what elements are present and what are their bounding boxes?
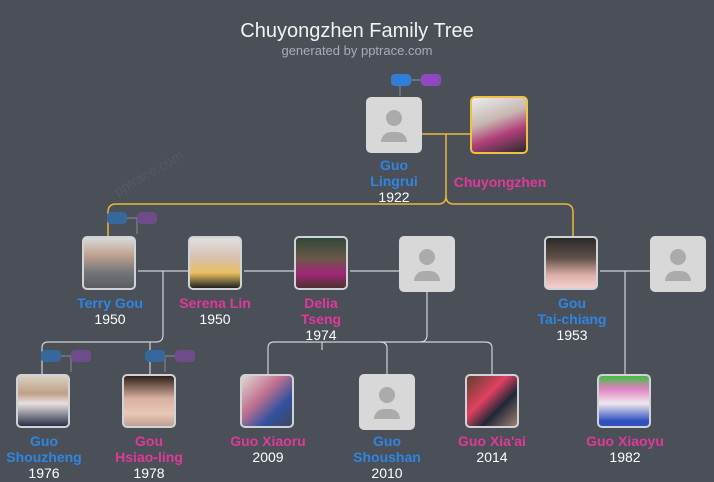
person-gou-tai-chiang[interactable]: Gou Tai-chiang 1953 (537, 295, 607, 343)
expand-ancestors-toggle-male[interactable] (391, 74, 411, 86)
person-photo-unknown-spouse[interactable] (399, 236, 455, 292)
expand-ancestors-toggle-female[interactable] (71, 350, 91, 362)
person-guo-xiaoyu[interactable]: Guo Xiaoyu 1982 (586, 433, 664, 465)
person-photo-gou-tai-chiang[interactable] (544, 236, 598, 290)
person-photo-delia-tseng[interactable] (294, 236, 348, 290)
person-photo-guo-shouzheng[interactable] (16, 374, 70, 428)
person-photo-guo-xiaoru[interactable] (240, 374, 294, 428)
expand-ancestors-toggle-male[interactable] (107, 212, 127, 224)
person-serena-lin[interactable]: Serena Lin 1950 (179, 295, 251, 327)
person-delia-tseng[interactable]: Delia Tseng 1974 (300, 295, 342, 343)
silhouette-icon (419, 249, 435, 266)
person-chuyongzhen[interactable]: Chuyongzhen (453, 174, 547, 190)
page-title: Chuyongzhen Family Tree (240, 20, 474, 42)
person-photo-terry-gou[interactable] (82, 236, 136, 290)
person-photo-serena-lin[interactable] (188, 236, 242, 290)
person-guo-xiaai[interactable]: Guo Xia'ai 2014 (458, 433, 526, 465)
person-guo-shouzheng[interactable]: Guo Shouzheng 1976 (6, 433, 82, 481)
expand-ancestors-toggle-female[interactable] (175, 350, 195, 362)
person-gou-hsiao-ling[interactable]: Gou Hsiao-ling 1978 (115, 433, 183, 481)
silhouette-icon (670, 249, 686, 266)
person-photo-unknown-spouse[interactable] (650, 236, 706, 292)
person-terry-gou[interactable]: Terry Gou 1950 (77, 295, 143, 327)
expand-ancestors-toggle-male[interactable] (41, 350, 61, 362)
person-guo-xiaoru[interactable]: Guo Xiaoru 2009 (230, 433, 306, 465)
expand-ancestors-toggle-female[interactable] (421, 74, 441, 86)
silhouette-icon (379, 387, 395, 404)
expand-ancestors-toggle-male[interactable] (145, 350, 165, 362)
person-photo-guo-xiaoyu[interactable] (597, 374, 651, 428)
silhouette-icon (386, 110, 402, 127)
page-subtitle: generated by pptrace.com (281, 43, 433, 58)
person-guo-shoushan[interactable]: Guo Shoushan 2010 (353, 433, 421, 481)
person-photo-guo-xiaai[interactable] (465, 374, 519, 428)
person-photo-chuyongzhen[interactable] (470, 96, 528, 154)
person-photo-gou-hsiao-ling[interactable] (122, 374, 176, 428)
person-guo-lingrui[interactable]: Guo Lingrui 1922 (370, 157, 418, 205)
expand-ancestors-toggle-female[interactable] (137, 212, 157, 224)
person-photo-guo-lingrui[interactable] (366, 97, 422, 153)
person-photo-guo-shoushan[interactable] (359, 374, 415, 430)
